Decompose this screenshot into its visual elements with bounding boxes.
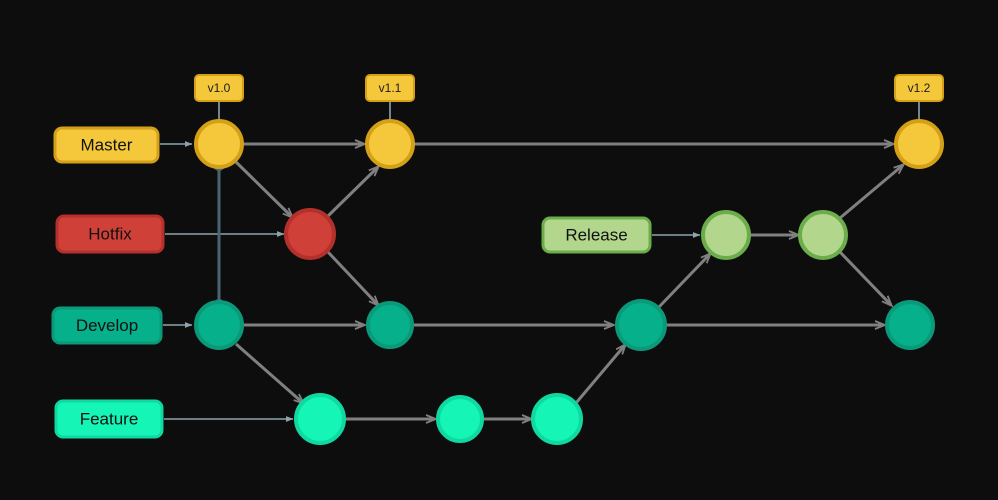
branch-label-feature[interactable]: Feature xyxy=(54,399,164,439)
edges-group xyxy=(160,144,903,419)
commit-node-d1[interactable] xyxy=(194,300,244,350)
branch-label-release[interactable]: Release xyxy=(541,216,652,254)
branch-label-text-hotfix: Hotfix xyxy=(88,224,132,243)
version-tag-v10[interactable]: v1.0 xyxy=(194,74,244,102)
edge-d3-to-r1 xyxy=(656,254,710,310)
branch-label-text-release: Release xyxy=(565,225,627,244)
version-tag-text-v11: v1.1 xyxy=(379,81,402,95)
commit-node-m1[interactable] xyxy=(194,119,244,169)
version-tag-v12[interactable]: v1.2 xyxy=(894,74,944,102)
commit-nodes-group xyxy=(194,119,944,445)
branch-label-develop[interactable]: Develop xyxy=(51,306,163,345)
commit-node-r1[interactable] xyxy=(701,210,751,260)
version-tag-box-v11 xyxy=(365,74,415,102)
branch-label-hotfix[interactable]: Hotfix xyxy=(55,214,165,254)
edge-d1-to-f1 xyxy=(235,342,303,403)
commit-node-d2[interactable] xyxy=(366,301,414,349)
edge-r2-to-m3 xyxy=(839,165,903,220)
edge-m1-to-h1 xyxy=(234,160,292,217)
branch-label-box-master xyxy=(53,126,160,164)
version-tag-box-v12 xyxy=(894,74,944,102)
tag-tick-group xyxy=(218,101,920,121)
version-tags-group: v1.0 v1.1 v1.2 xyxy=(194,74,944,102)
version-tag-text-v10: v1.0 xyxy=(208,81,231,95)
branch-label-text-master: Master xyxy=(81,135,133,154)
edge-h1-to-m2 xyxy=(326,167,378,218)
branch-label-box-develop xyxy=(51,306,163,345)
branch-label-box-feature xyxy=(54,399,164,439)
branch-label-master[interactable]: Master xyxy=(53,126,160,164)
commit-node-d4[interactable] xyxy=(885,300,935,350)
version-tag-v11[interactable]: v1.1 xyxy=(365,74,415,102)
branch-label-box-hotfix xyxy=(55,214,165,254)
branch-label-box-release xyxy=(541,216,652,254)
commit-node-d3[interactable] xyxy=(615,299,667,351)
edge-r2-to-d4 xyxy=(838,250,891,305)
edge-f3-to-d3 xyxy=(574,345,625,404)
commit-node-m2[interactable] xyxy=(365,119,415,169)
commit-node-f2[interactable] xyxy=(436,395,484,443)
commit-node-f3[interactable] xyxy=(531,393,583,445)
version-tag-text-v12: v1.2 xyxy=(908,81,931,95)
branch-label-text-feature: Feature xyxy=(80,409,139,428)
version-tag-box-v10 xyxy=(194,74,244,102)
commit-node-m3[interactable] xyxy=(894,119,944,169)
commit-node-r2[interactable] xyxy=(798,210,848,260)
branch-label-text-develop: Develop xyxy=(76,316,138,335)
commit-node-f1[interactable] xyxy=(294,393,346,445)
edge-h1-to-d2 xyxy=(326,250,378,305)
commit-node-h1[interactable] xyxy=(284,208,336,260)
